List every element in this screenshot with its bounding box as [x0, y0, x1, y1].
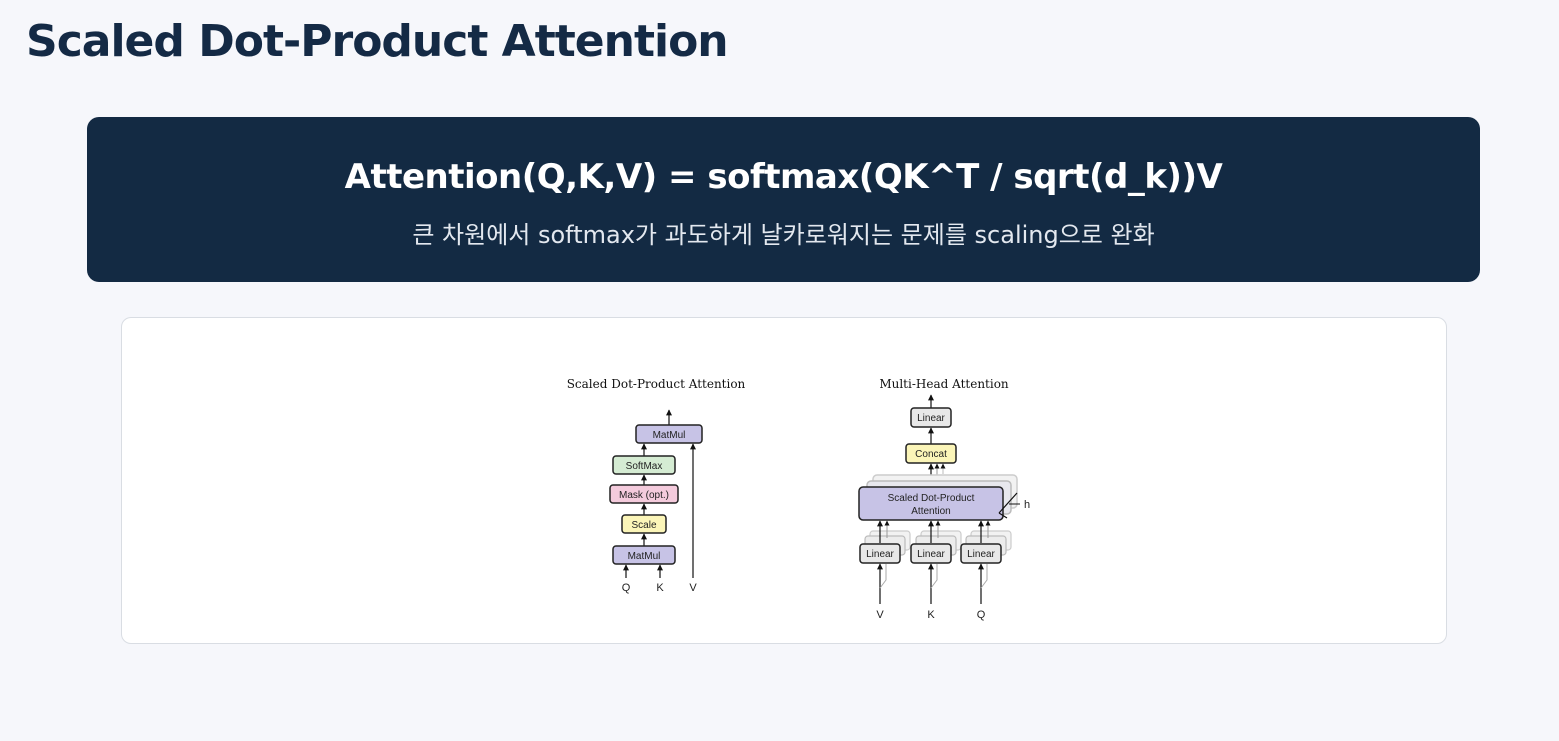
formula-banner: Attention(Q,K,V) = softmax(QK^T / sqrt(d…: [87, 117, 1480, 282]
matmul-bottom-label: MatMul: [628, 551, 661, 562]
matmul-top-label: MatMul: [653, 430, 686, 441]
scaled-attention-label-line2: Attention: [911, 506, 950, 517]
scale-box: Scale: [621, 514, 667, 534]
formula-caption: 큰 차원에서 softmax가 과도하게 날카로워지는 문제를 scaling으…: [412, 221, 1155, 249]
input-q-label: Q: [622, 582, 631, 594]
page-title: Scaled Dot-Product Attention: [26, 16, 729, 67]
linear-v-box: Linear: [859, 543, 901, 564]
attention-figure-card: Scaled Dot-Product Attention MatMul Soft…: [121, 317, 1447, 644]
linear-output-label: Linear: [917, 413, 945, 424]
scaled-dot-product-panel: Scaled Dot-Product Attention MatMul Soft…: [567, 377, 746, 594]
concat-box: Concat: [905, 443, 957, 464]
mh-input-v-label: V: [876, 609, 884, 621]
linear-output-box: Linear: [910, 407, 952, 428]
scaled-attention-label-line1: Scaled Dot-Product: [888, 493, 975, 504]
scaled-attention-box: Scaled Dot-Product Attention: [858, 486, 1004, 521]
matmul-top-box: MatMul: [635, 424, 703, 444]
linear-k-label: Linear: [917, 549, 945, 560]
linear-q-box: Linear: [960, 543, 1002, 564]
linear-v-label: Linear: [866, 549, 894, 560]
input-k-label: K: [656, 582, 664, 594]
attention-formula: Attention(Q,K,V) = softmax(QK^T / sqrt(d…: [344, 157, 1223, 197]
linear-k-box: Linear: [910, 543, 952, 564]
concat-label: Concat: [915, 449, 947, 460]
multi-head-panel: Multi-Head Attention Linear Concat: [858, 377, 1030, 621]
left-panel-title: Scaled Dot-Product Attention: [567, 377, 746, 391]
heads-label: h: [1024, 499, 1030, 511]
linear-q-label: Linear: [967, 549, 995, 560]
mh-input-q-label: Q: [977, 609, 986, 621]
scale-label: Scale: [631, 520, 656, 531]
input-v-label: V: [689, 582, 697, 594]
softmax-label: SoftMax: [626, 461, 663, 472]
softmax-box: SoftMax: [612, 455, 676, 475]
mask-box: Mask (opt.): [609, 484, 679, 504]
mh-input-k-label: K: [927, 609, 935, 621]
matmul-bottom-box: MatMul: [612, 545, 676, 565]
attention-diagram: Scaled Dot-Product Attention MatMul Soft…: [567, 377, 1030, 621]
mask-label: Mask (opt.): [619, 490, 669, 501]
right-panel-title: Multi-Head Attention: [879, 377, 1009, 391]
